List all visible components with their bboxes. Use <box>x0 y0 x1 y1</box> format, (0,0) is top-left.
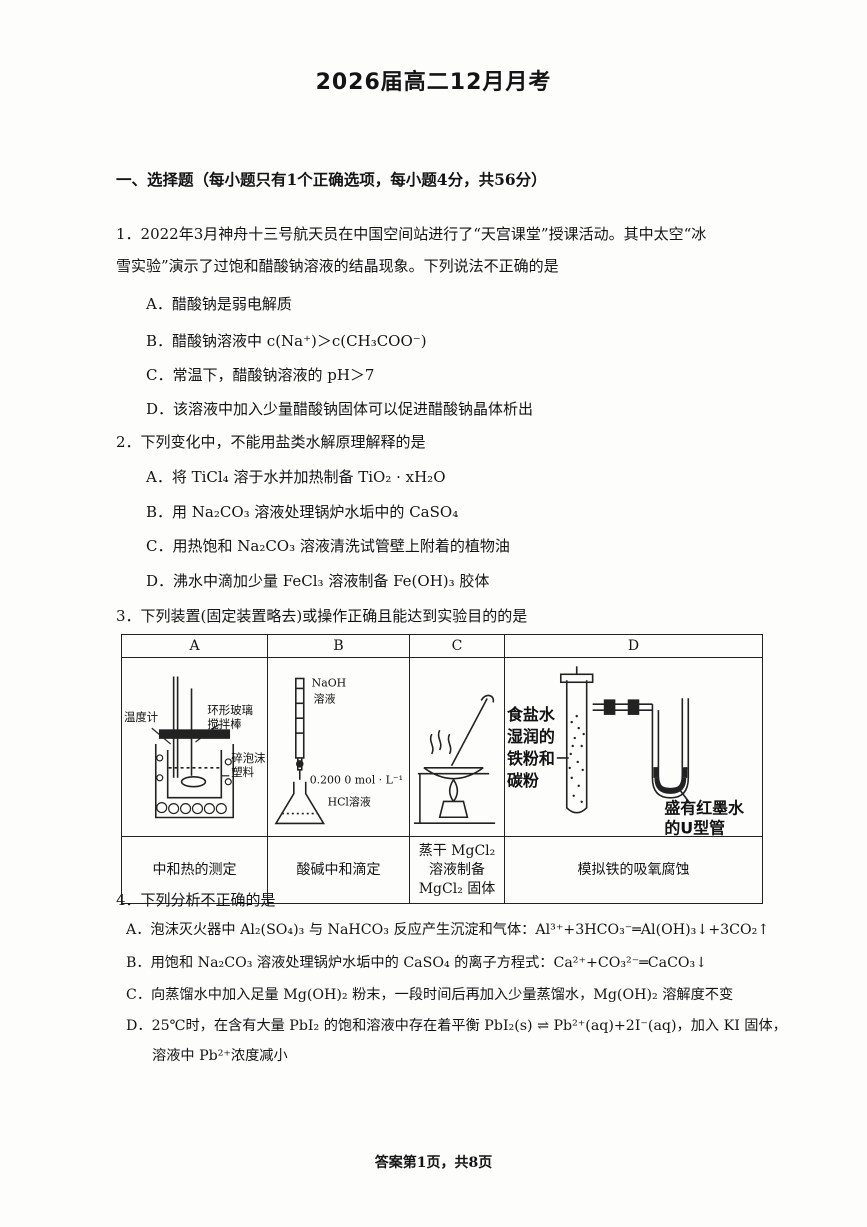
q1-option-b: B．醋酸钠溶液中 c(Na⁺)＞c(CH₃COO⁻) <box>146 332 427 350</box>
q2-option-d: D．沸水中滴加少量 FeCl₃ 溶液制备 Fe(OH)₃ 胶体 <box>146 572 490 590</box>
q4-stem: 4．下列分析不正确的是 <box>116 891 276 909</box>
caption-c-line1: 蒸干 MgCl₂ <box>418 842 496 859</box>
label-glass-ring-2: 搅拌棒 <box>207 717 242 731</box>
figure-c-evaporation <box>409 657 505 837</box>
label-saltwater: 食盐水 <box>506 705 556 724</box>
caption-c-line2: 溶液制备 <box>429 861 485 878</box>
q3-apparatus-table: A B C D <box>121 634 763 904</box>
label-concentration: 0.200 0 mol · L⁻¹ <box>310 774 403 787</box>
caption-b: 酸碱中和滴定 <box>267 836 410 904</box>
q4-option-d-line2: 溶液中 Pb²⁺浓度减小 <box>152 1048 288 1064</box>
label-thermometer: 温度计 <box>124 710 158 724</box>
q4-option-d-line1: D．25℃时，在含有大量 PbI₂ 的饱和溶液中存在着平衡 PbI₂(s) ⇌ … <box>126 1018 787 1034</box>
q2-option-a: A．将 TiCl₄ 溶于水并加热制备 TiO₂ · xH₂O <box>146 468 446 486</box>
label-iron-powder: 铁粉和 <box>507 749 555 768</box>
evaporation-illustration <box>413 694 496 824</box>
label-red-ink: 盛有红墨水 <box>664 799 745 818</box>
figure-a-calorimeter: 温度计 环形玻璃 搅拌棒 碎泡沫 塑料 <box>121 657 268 837</box>
label-naoh: NaOH <box>312 676 347 689</box>
q4-option-b: B．用饱和 Na₂CO₃ 溶液处理锅炉水垢中的 CaSO₄ 的离子方程式：Ca²… <box>126 955 708 971</box>
caption-c: 蒸干 MgCl₂ 溶液制备 MgCl₂ 固体 <box>409 836 505 904</box>
header-a: A <box>121 634 268 658</box>
caption-d: 模拟铁的吸氧腐蚀 <box>504 836 763 904</box>
caption-a: 中和热的测定 <box>121 836 268 904</box>
label-glass-ring-1: 环形玻璃 <box>207 703 253 717</box>
label-foam-2: 塑料 <box>231 765 254 779</box>
page-footer: 答案第1页，共8页 <box>374 1155 493 1171</box>
q4-option-a: A．泡沫灭火器中 Al₂(SO₄)₃ 与 NaHCO₃ 反应产生沉淀和气体：Al… <box>126 922 770 938</box>
table-caption-row: 中和热的测定 酸碱中和滴定 蒸干 MgCl₂ 溶液制备 MgCl₂ 固体 模拟铁… <box>121 836 763 904</box>
q3-stem: 3．下列装置(固定装置略去)或操作正确且能达到实验目的的是 <box>116 607 528 625</box>
label-u-tube: 的U型管 <box>664 819 725 836</box>
q2-option-b: B．用 Na₂CO₃ 溶液处理锅炉水垢中的 CaSO₄ <box>146 503 459 521</box>
q2-stem: 2．下列变化中，不能用盐类水解原理解释的是 <box>116 433 426 451</box>
calorimeter-illustration: 温度计 环形玻璃 搅拌棒 碎泡沫 塑料 <box>124 676 266 819</box>
q1-stem-line2: 雪实验”演示了过饱和醋酸钠溶液的结晶现象。下列说法不正确的是 <box>116 257 559 275</box>
label-foam-1: 碎泡沫 <box>231 751 266 765</box>
header-c: C <box>409 634 505 658</box>
q1-option-d: D．该溶液中加入少量醋酸钠固体可以促进醋酸钠晶体析出 <box>146 400 534 418</box>
q2-option-c: C．用热饱和 Na₂CO₃ 溶液清洗试管壁上附着的植物油 <box>146 537 510 555</box>
caption-c-line3: MgCl₂ 固体 <box>418 880 496 897</box>
figure-b-titration: NaOH 溶液 0.200 0 mol · L⁻¹ HCl溶液 <box>267 657 410 837</box>
label-wet: 湿润的 <box>506 727 555 746</box>
page-title: 2026届高二12月月考 <box>315 70 552 95</box>
table-header-row: A B C D <box>121 634 763 658</box>
figure-d-corrosion: 食盐水 湿润的 铁粉和 碳粉 盛有红墨水 的U型管 <box>504 657 763 837</box>
q4-option-c: C．向蒸馏水中加入足量 Mg(OH)₂ 粉末，一段时间后再加入少量蒸馏水，Mg(… <box>126 987 734 1003</box>
header-d: D <box>504 634 763 658</box>
table-figure-row: 温度计 环形玻璃 搅拌棒 碎泡沫 塑料 <box>121 657 763 837</box>
section-heading: 一、选择题（每小题只有1个正确选项，每小题4分，共56分） <box>116 170 547 189</box>
q1-stem-line1: 1．2022年3月神舟十三号航天员在中国空间站进行了“天宫课堂”授课活动。其中太… <box>116 225 707 243</box>
header-b: B <box>267 634 410 658</box>
label-hcl: HCl溶液 <box>328 795 371 809</box>
q1-option-c: C．常温下，醋酸钠溶液的 pH＞7 <box>146 366 375 384</box>
titration-illustration: NaOH 溶液 0.200 0 mol · L⁻¹ HCl溶液 <box>274 676 403 825</box>
label-solution: 溶液 <box>314 691 336 705</box>
corrosion-illustration: 食盐水 湿润的 铁粉和 碳粉 盛有红墨水 的U型管 <box>506 666 745 836</box>
label-carbon-powder: 碳粉 <box>507 771 539 790</box>
q1-option-a: A．醋酸钠是弱电解质 <box>146 295 292 313</box>
